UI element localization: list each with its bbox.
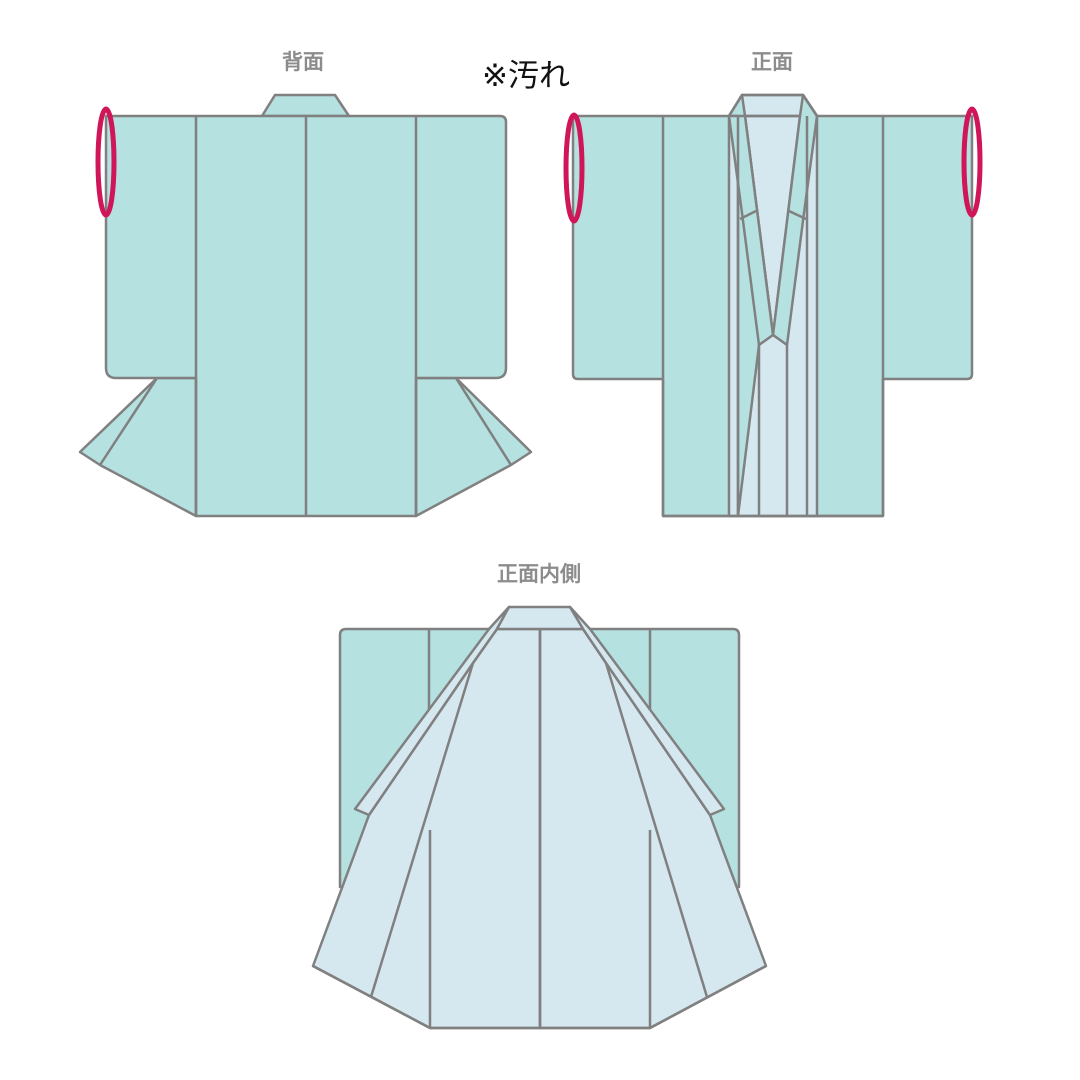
back-collar [260,93,351,118]
back-view-label: 背面 [282,50,324,74]
stain-note: ※汚れ [482,58,570,94]
stain-marker-front-left [563,112,585,224]
inside-view-label: 正面内側 [497,562,581,586]
front-view [563,93,983,518]
front-view-label: 正面 [751,50,793,74]
back-view [78,93,533,518]
back-right-skirt [414,376,533,518]
back-left-skirt [78,376,198,518]
stain-marker-front-right [961,106,983,218]
inside-collar-top [495,605,585,631]
stain-marker-back-left [95,106,117,218]
inside-view [311,605,768,1030]
